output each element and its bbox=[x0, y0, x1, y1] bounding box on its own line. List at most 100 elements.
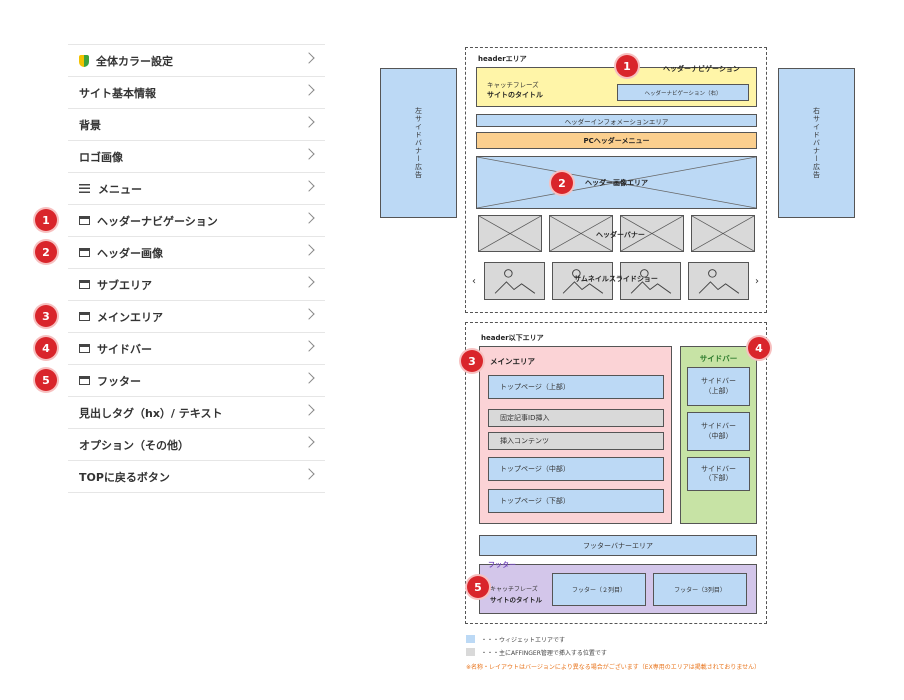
footer-catchphrase: キャッチフレーズ bbox=[490, 586, 538, 593]
below-header-title: header以下エリア bbox=[481, 334, 544, 342]
beginner-leaf-icon bbox=[79, 54, 89, 67]
chevron-right-icon bbox=[303, 468, 315, 480]
below-header-area bbox=[465, 322, 767, 624]
menu-item-label: サブエリア bbox=[97, 278, 152, 292]
chevron-right-icon bbox=[303, 308, 315, 320]
main-top-label: トップページ（上部） bbox=[500, 383, 570, 391]
fixed-post-insert: 固定記事ID挿入 bbox=[488, 409, 664, 427]
main-bottom-widget: トップページ（下部） bbox=[488, 489, 664, 513]
menu-item-header-navigation[interactable]: 1 ヘッダーナビゲーション bbox=[35, 205, 325, 237]
header-nav-right: ヘッダーナビゲーション（右） bbox=[617, 84, 749, 101]
menu-lines-icon bbox=[79, 184, 90, 193]
menu-item-label: サイト基本情報 bbox=[79, 86, 156, 100]
chevron-right-icon bbox=[303, 116, 315, 128]
number-badge: 4 bbox=[35, 337, 57, 359]
menu-item-label: ロゴ画像 bbox=[79, 150, 123, 164]
menu-item-label: オプション（その他） bbox=[79, 438, 189, 452]
number-badge: 4 bbox=[748, 337, 770, 359]
main-middle-label: トップページ（中部） bbox=[500, 465, 570, 473]
chevron-right-icon bbox=[303, 148, 315, 160]
menu-item-background[interactable]: 背景 bbox=[68, 109, 325, 141]
header-info-area: ヘッダーインフォメーションエリア bbox=[476, 114, 757, 127]
menu-item-label: メニュー bbox=[98, 182, 142, 196]
main-top-widget: トップページ（上部） bbox=[488, 375, 664, 399]
number-badge: 2 bbox=[35, 241, 57, 263]
chevron-right-icon bbox=[303, 340, 315, 352]
menu-item-label: 全体カラー設定 bbox=[96, 54, 173, 68]
header-image-area: ヘッダー画像エリア bbox=[476, 156, 757, 209]
left-ad-label: 左サイドバナー広告 bbox=[414, 107, 423, 179]
legend-widget-text: ・・・ウィジェットエリアです bbox=[481, 637, 566, 644]
menu-item-sub-area[interactable]: サブエリア bbox=[68, 269, 325, 301]
slideshow-next-arrow[interactable]: › bbox=[755, 276, 759, 287]
window-icon bbox=[79, 216, 90, 225]
pc-header-menu-label: PCヘッダーメニュー bbox=[583, 136, 650, 145]
chevron-right-icon bbox=[303, 52, 315, 64]
chevron-right-icon bbox=[303, 84, 315, 96]
pc-header-menu: PCヘッダーメニュー bbox=[476, 132, 757, 149]
number-badge: 5 bbox=[467, 576, 489, 598]
menu-item-main-area[interactable]: 3 メインエリア bbox=[35, 301, 325, 333]
chevron-right-icon bbox=[303, 276, 315, 288]
menu-item-footer[interactable]: 5 フッター bbox=[35, 365, 325, 397]
sidebar-top-label: サイドバー （上部） bbox=[701, 377, 736, 395]
chevron-right-icon bbox=[303, 372, 315, 384]
thumbnail-slideshow-label: サムネイルスライドショー bbox=[574, 275, 658, 283]
catchphrase: キャッチフレーズ bbox=[487, 81, 539, 89]
legend-swatch-blue bbox=[466, 635, 475, 643]
thumbnail-image-icon bbox=[620, 262, 681, 300]
menu-item-header-image[interactable]: 2 ヘッダー画像 bbox=[35, 237, 325, 269]
window-icon bbox=[79, 376, 90, 385]
menu-item-menus[interactable]: メニュー bbox=[68, 173, 325, 205]
header-info-label: ヘッダーインフォメーションエリア bbox=[564, 117, 669, 126]
main-area-title: メインエリア bbox=[490, 357, 535, 366]
menu-item-label: 背景 bbox=[79, 118, 101, 132]
left-side-banner-ad: 左サイドバナー広告 bbox=[380, 68, 457, 218]
number-badge: 1 bbox=[616, 55, 638, 77]
header-image-label: ヘッダー画像エリア bbox=[585, 178, 648, 187]
sidebar-bottom-widget: サイドバー （下部） bbox=[687, 457, 750, 491]
main-middle-widget: トップページ（中部） bbox=[488, 457, 664, 481]
menu-item-site-info[interactable]: サイト基本情報 bbox=[68, 77, 325, 109]
placeholder-cross-icon bbox=[477, 157, 756, 208]
menu-item-label: 見出しタグ（hx）/ テキスト bbox=[79, 406, 223, 420]
menu-item-global-color[interactable]: 全体カラー設定 bbox=[68, 45, 325, 77]
menu-item-heading-tags[interactable]: 見出しタグ（hx）/ テキスト bbox=[68, 397, 325, 429]
header-banner-label: ヘッダーバナー bbox=[596, 231, 645, 239]
sidebar-middle-widget: サイドバー （中部） bbox=[687, 412, 750, 451]
number-badge: 3 bbox=[35, 305, 57, 327]
customizer-menu: 全体カラー設定 サイト基本情報 背景 ロゴ画像 メニュー 1 ヘッダーナビゲーシ… bbox=[35, 44, 325, 493]
footer-title: フッター bbox=[488, 561, 516, 569]
footer-column-2: フッター（２列目） bbox=[552, 573, 646, 606]
insert-content: 挿入コンテンツ bbox=[488, 432, 664, 450]
banner-placeholder bbox=[691, 215, 755, 252]
menu-item-label: メインエリア bbox=[97, 310, 163, 324]
thumbnail-image-icon bbox=[484, 262, 545, 300]
footer-banner-area: フッターバナーエリア bbox=[479, 535, 757, 556]
right-side-banner-ad: 右サイドバナー広告 bbox=[778, 68, 855, 218]
fixed-post-label: 固定記事ID挿入 bbox=[500, 414, 550, 422]
banner-placeholder bbox=[478, 215, 542, 252]
menu-item-label: ヘッダーナビゲーション bbox=[97, 214, 218, 228]
window-icon bbox=[79, 344, 90, 353]
menu-item-sidebar[interactable]: 4 サイドバー bbox=[35, 333, 325, 365]
window-icon bbox=[79, 280, 90, 289]
slideshow-prev-arrow[interactable]: ‹ bbox=[472, 276, 476, 287]
legend-affinger-text: ・・・主にAFFINGER管理で挿入する位置です bbox=[481, 650, 607, 657]
legend-swatch-gray bbox=[466, 648, 475, 656]
menu-item-options[interactable]: オプション（その他） bbox=[68, 429, 325, 461]
sidebar-title: サイドバー bbox=[699, 354, 738, 363]
disclaimer-text: ※名称・レイアウトはバージョンにより異なる場合がございます（EX専用のエリアは掲… bbox=[466, 664, 761, 671]
menu-item-logo[interactable]: ロゴ画像 bbox=[68, 141, 325, 173]
thumbnail-image-icon bbox=[688, 262, 749, 300]
window-icon bbox=[79, 312, 90, 321]
menu-item-back-to-top[interactable]: TOPに戻るボタン bbox=[68, 461, 325, 493]
site-title: サイトのタイトル bbox=[487, 91, 543, 99]
thumbnail-image-icon bbox=[552, 262, 613, 300]
header-nav-label: ヘッダーナビゲーション bbox=[663, 65, 740, 73]
footer-col2-label: フッター（２列目） bbox=[571, 587, 626, 594]
header-area-title: headerエリア bbox=[478, 55, 527, 63]
sidebar-top-widget: サイドバー （上部） bbox=[687, 367, 750, 406]
header-area bbox=[465, 47, 767, 313]
number-badge: 1 bbox=[35, 209, 57, 231]
